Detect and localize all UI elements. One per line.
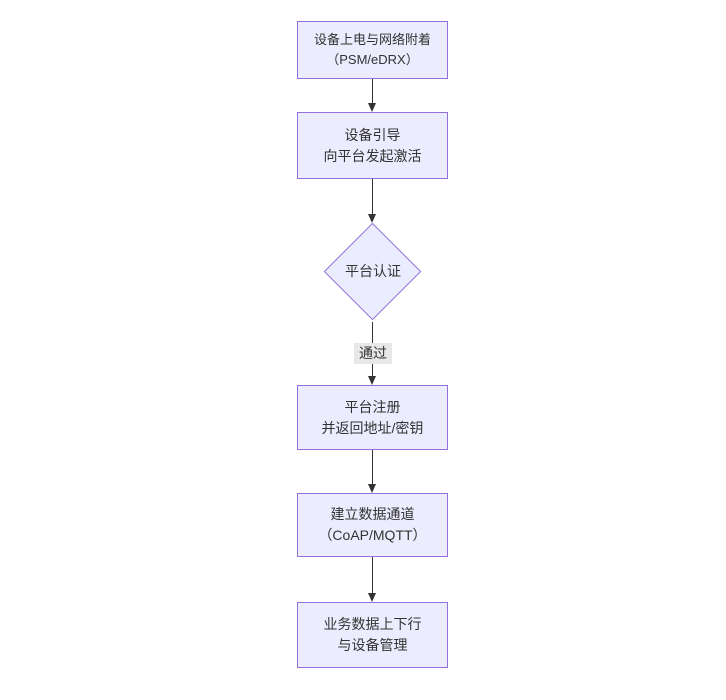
node-platform-register: 平台注册 并返回地址/密钥: [297, 385, 448, 450]
arrow-down-icon: [368, 214, 376, 223]
node-label-line: 设备引导: [344, 126, 401, 143]
edge-label-pass: 通过: [354, 343, 392, 364]
node-label-line: 业务数据上下行: [323, 616, 422, 632]
node-label-line: 设备上电与网络附着: [313, 32, 431, 47]
arrow-down-icon: [368, 593, 376, 602]
flow-arrow-1-line: [372, 79, 373, 104]
arrow-down-icon: [368, 103, 376, 112]
arrow-down-icon: [368, 484, 376, 493]
node-label-line: 建立数据通道: [330, 506, 415, 522]
arrow-down-icon: [368, 376, 376, 385]
node-label-line: 并返回地址/密钥: [321, 419, 424, 436]
node-label-line: 平台注册: [344, 398, 401, 415]
flow-arrow-4-line: [372, 450, 373, 484]
flow-arrow-5-line: [372, 557, 373, 593]
node-label-line: 向平台发起激活: [323, 147, 422, 164]
node-data-channel: 建立数据通道 （CoAP/MQTT）: [297, 493, 448, 557]
node-label-line: （CoAP/MQTT）: [318, 527, 427, 543]
flow-arrow-2-line: [372, 179, 373, 214]
node-business-data: 业务数据上下行 与设备管理: [297, 602, 448, 668]
node-bootstrap: 设备引导 向平台发起激活: [297, 112, 448, 179]
node-label-line: 平台认证: [345, 263, 401, 279]
node-power-attach: 设备上电与网络附着 （PSM/eDRX）: [297, 21, 448, 79]
node-label-line: （PSM/eDRX）: [326, 52, 419, 67]
node-label-line: 与设备管理: [337, 637, 408, 653]
